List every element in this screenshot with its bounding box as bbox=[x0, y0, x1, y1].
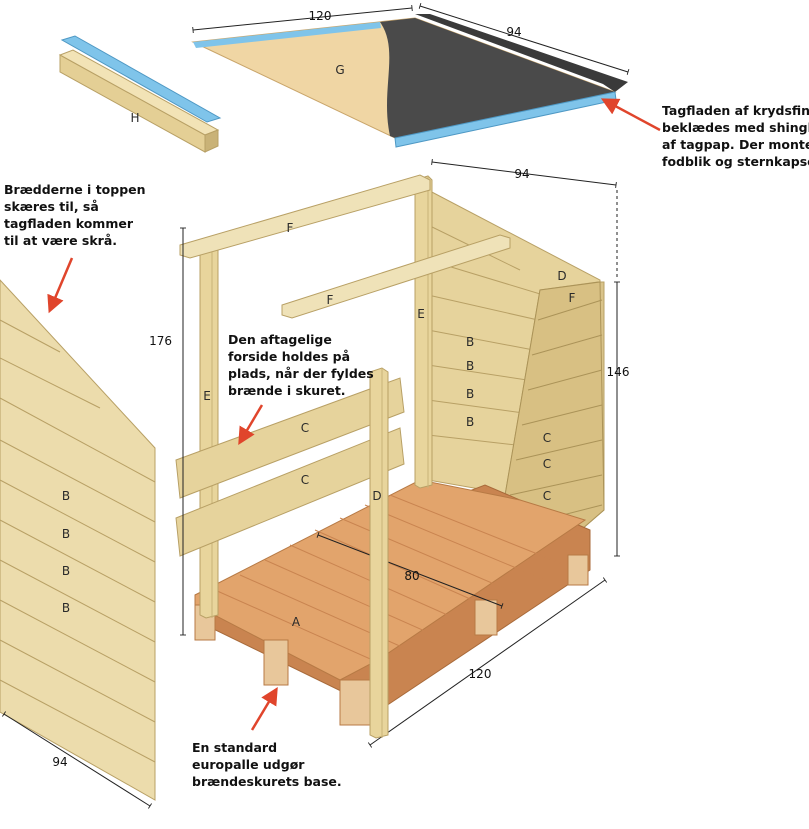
front-note-line-1: Den aftagelige bbox=[228, 332, 332, 347]
board-h: H bbox=[58, 35, 222, 153]
roof-panel-g: G bbox=[191, 14, 628, 148]
part-label-a: A bbox=[292, 615, 301, 629]
side-note: Brædderne i toppen skæres til, så tagfla… bbox=[4, 182, 146, 314]
part-label-b-back-4: B bbox=[466, 415, 474, 429]
part-label-c-side-1: C bbox=[543, 431, 551, 445]
beam-f-top: F bbox=[179, 174, 431, 259]
front-note-line-4: brænde i skuret. bbox=[228, 383, 346, 398]
roof-note-line-1: Tagfladen af krydsfiner bbox=[662, 103, 809, 118]
part-label-c-side-2: C bbox=[543, 457, 551, 471]
front-note: Den aftagelige forside holdes på plads, … bbox=[228, 332, 374, 446]
dim-side-depth: 94 bbox=[52, 755, 67, 769]
part-label-f-top: F bbox=[287, 221, 294, 235]
part-label-c-front-1: C bbox=[301, 421, 309, 435]
dim-roof-depth: 94 bbox=[506, 25, 521, 39]
part-label-b-side-4: B bbox=[62, 601, 70, 615]
part-label-e-back: E bbox=[417, 307, 425, 321]
part-label-f-middle: F bbox=[327, 293, 334, 307]
roof-note: Tagfladen af krydsfiner beklædes med shi… bbox=[600, 98, 809, 169]
side-note-line-4: til at være skrå. bbox=[4, 233, 117, 248]
part-label-b-side-3: B bbox=[62, 564, 70, 578]
part-label-f-side: F bbox=[569, 291, 576, 305]
front-board-c-lower: C bbox=[175, 427, 405, 557]
dim-floor-inner: 80 bbox=[404, 569, 419, 583]
part-label-g: G bbox=[335, 63, 344, 77]
dim-height-front: 176 bbox=[149, 334, 172, 348]
roof-dimensions: 120 94 bbox=[192, 3, 630, 75]
roof-note-line-4: fodblik og sternkapsel. bbox=[662, 154, 809, 169]
dim-height-back: 146 bbox=[607, 365, 630, 379]
base-note: En standard europalle udgør brændeskuret… bbox=[192, 686, 342, 789]
part-label-d-top: D bbox=[557, 269, 566, 283]
base-note-line-1: En standard bbox=[192, 740, 277, 755]
side-note-line-3: tagfladen kommer bbox=[4, 216, 134, 231]
base-note-line-2: europalle udgør bbox=[192, 757, 305, 772]
part-label-e-front: E bbox=[203, 389, 211, 403]
part-label-d-front: D bbox=[372, 489, 381, 503]
post-d-front: D bbox=[369, 367, 389, 739]
dim-line-base-length bbox=[367, 577, 608, 748]
part-label-b-side-2: B bbox=[62, 527, 70, 541]
roof-note-line-2: beklædes med shingles bbox=[662, 120, 809, 135]
front-note-line-3: plads, når der fyldes bbox=[228, 366, 374, 381]
dim-shed-depth-top: 94 bbox=[514, 167, 529, 181]
part-label-c-front-2: C bbox=[301, 473, 309, 487]
part-label-h: H bbox=[130, 111, 139, 125]
post-e-back: E bbox=[414, 175, 433, 489]
height-dimensions: 176 146 94 bbox=[149, 158, 630, 636]
front-note-line-2: forside holdes på bbox=[228, 349, 350, 364]
part-label-b-side-1: B bbox=[62, 489, 70, 503]
beam-f-middle: F bbox=[281, 234, 511, 319]
part-label-c-side-3: C bbox=[543, 489, 551, 503]
front-board-c-upper: C bbox=[175, 377, 405, 499]
side-note-line-2: skæres til, så bbox=[4, 199, 99, 214]
dim-base-length: 120 bbox=[469, 667, 492, 681]
part-label-b-back-3: B bbox=[466, 387, 474, 401]
post-e-front: E bbox=[199, 235, 219, 619]
roof-note-line-3: af tagpap. Der monteres bbox=[662, 137, 809, 152]
base-note-line-3: brændeskurets base. bbox=[192, 774, 342, 789]
part-label-b-back-2: B bbox=[466, 359, 474, 373]
dim-roof-width: 120 bbox=[309, 9, 332, 23]
side-wall-left: B B B B 94 bbox=[0, 279, 156, 809]
side-note-line-1: Brædderne i toppen bbox=[4, 182, 146, 197]
part-label-b-back-1: B bbox=[466, 335, 474, 349]
